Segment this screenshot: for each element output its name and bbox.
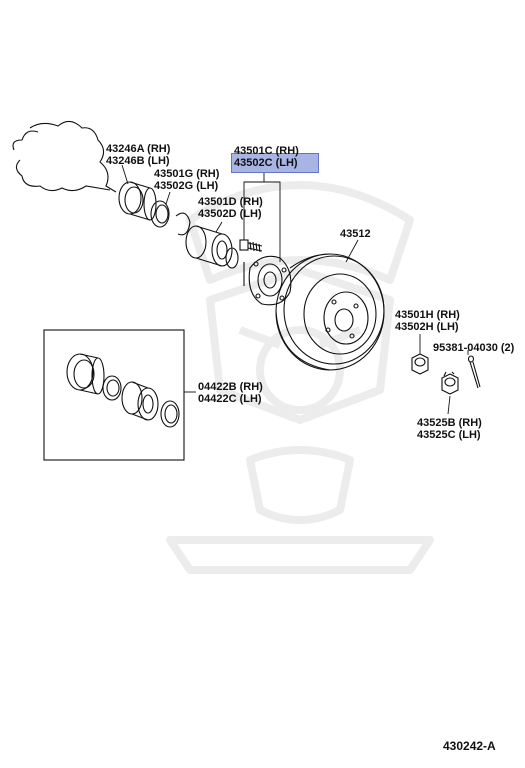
- label-43502c-lh: 43502C (LH): [234, 157, 298, 169]
- figure-number: 430242-A: [443, 739, 496, 753]
- leader-43512: [345, 239, 359, 263]
- label-43246a: 43246A (RH): [106, 143, 171, 155]
- label-43525b-rh: 43525B (RH): [417, 417, 482, 429]
- label-43501g: 43501G (RH) 43502G (LH): [154, 168, 219, 192]
- hub-bearing: [185, 225, 233, 267]
- label-04422c-lh: 04422C (LH): [198, 393, 262, 405]
- label-43502h-lh: 43502H (LH): [395, 321, 459, 333]
- label-43525: 43525B (RH) 43525C (LH): [417, 417, 482, 441]
- label-43525c-lh: 43525C (LH): [417, 429, 481, 441]
- label-43246: 43246A (RH) 43246B (LH): [106, 143, 170, 167]
- cotter-pin: [467, 355, 481, 389]
- label-43501c: 43501C (RH) 43502C (LH): [234, 145, 299, 169]
- bearing-kit: [66, 353, 180, 428]
- leader-43501c: [243, 173, 281, 262]
- label-43501c-rh: 43501C (RH): [234, 145, 299, 157]
- axle-hub: [243, 255, 292, 306]
- label-43502g-lh: 43502G (LH): [154, 180, 219, 192]
- label-43501h: 43501H (RH) 43502H (LH): [395, 309, 460, 333]
- leader-43501d: [215, 221, 223, 233]
- leader-43246: [121, 164, 129, 185]
- label-43512: 43512: [340, 228, 371, 240]
- label-04422: 04422B (RH) 04422C (LH): [198, 381, 263, 405]
- bearing-ring: [225, 247, 239, 269]
- label-43501d: 43501D (RH) 43502D (LH): [198, 196, 263, 220]
- leader-43501g: [165, 191, 171, 205]
- highlight-box: [231, 153, 319, 173]
- label-43501d-rh: 43501D (RH): [198, 196, 263, 208]
- castle-nut: [441, 371, 459, 395]
- brake-disc: [275, 253, 385, 371]
- lock-nut: [411, 353, 429, 375]
- label-04422b-rh: 04422B (RH): [198, 381, 263, 393]
- oil-seal: [150, 200, 170, 228]
- dust-deflector: [118, 181, 157, 221]
- label-43246b: 43246B (LH): [106, 155, 170, 167]
- snap-ring: [175, 212, 191, 236]
- inset-box: [43, 329, 185, 461]
- knuckle-outline: [12, 120, 117, 193]
- label-43501h-rh: 43501H (RH): [395, 309, 460, 321]
- hub-bolt: [239, 239, 263, 253]
- leader-43525: [447, 395, 451, 415]
- label-43501g-rh: 43501G (RH): [154, 168, 220, 180]
- label-43502d-lh: 43502D (LH): [198, 208, 262, 220]
- label-95381: 95381-04030 (2): [433, 342, 515, 354]
